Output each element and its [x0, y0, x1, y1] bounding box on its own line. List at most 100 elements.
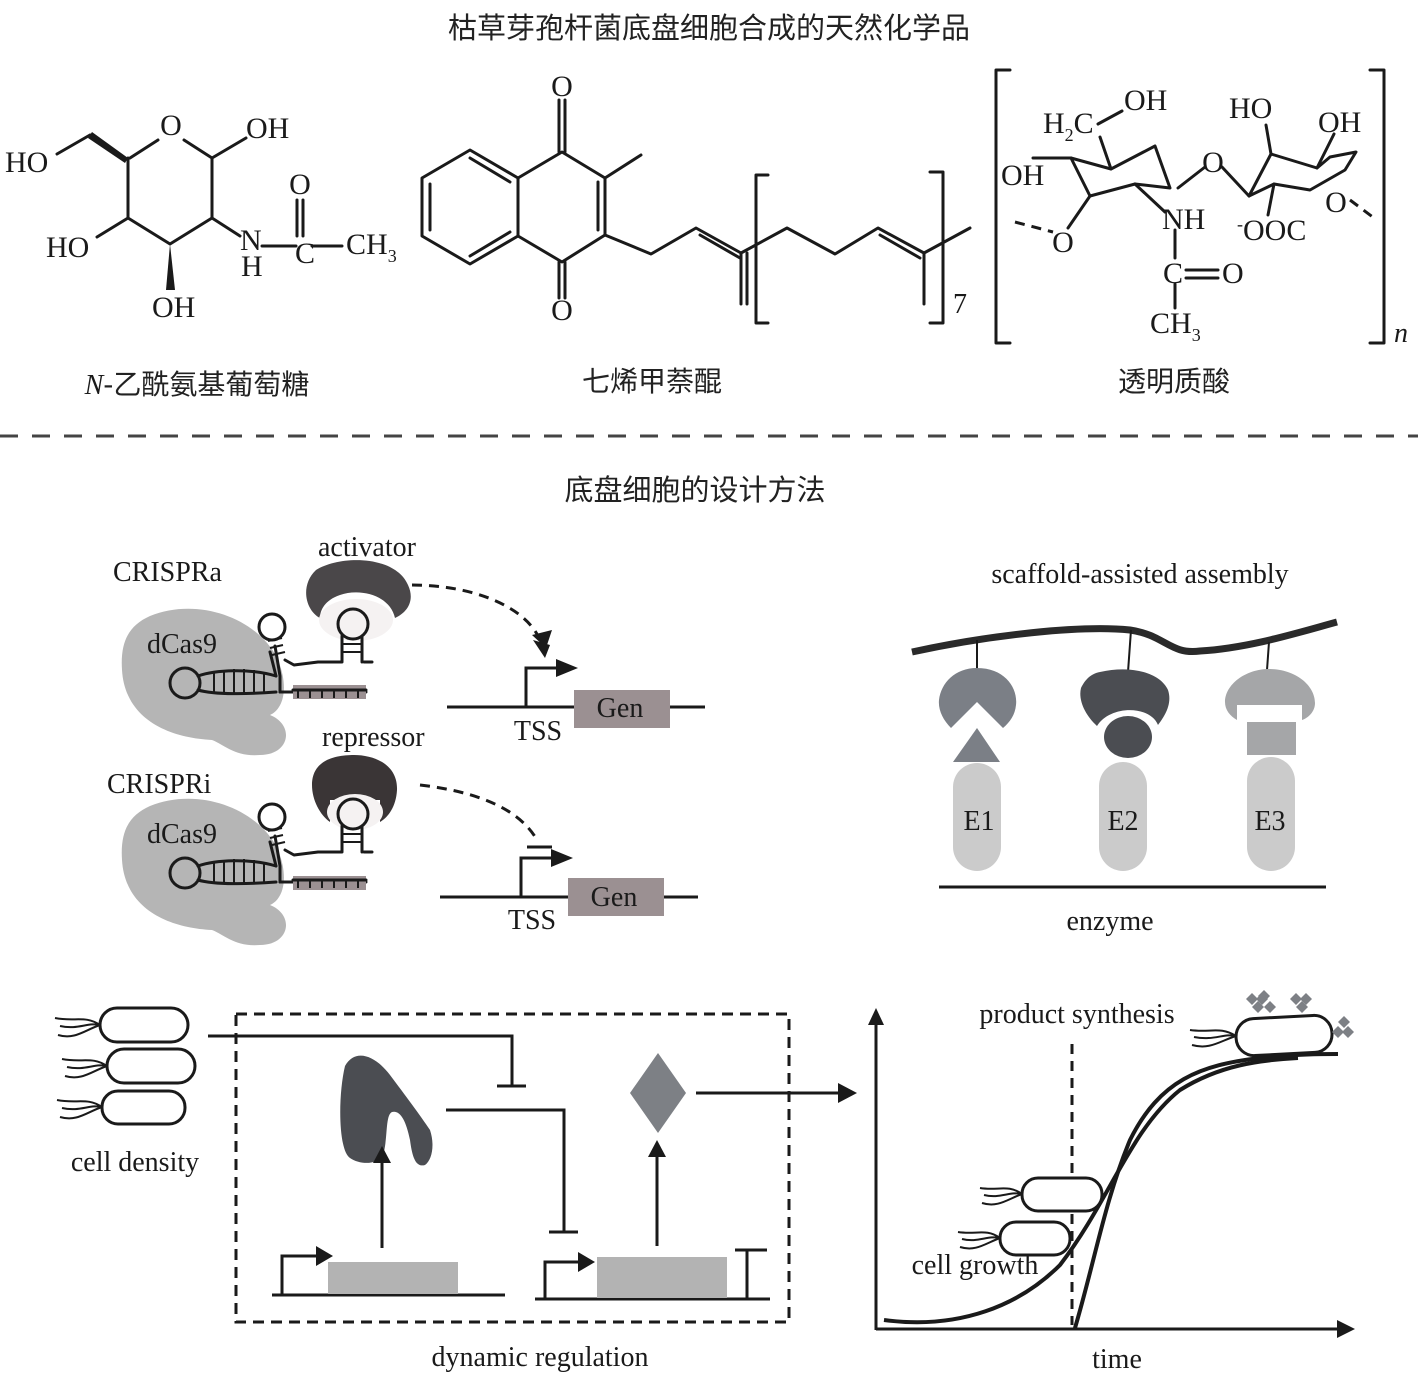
atom-ring-o-right: O: [1325, 186, 1347, 219]
product-diamond: [630, 1053, 686, 1133]
crispri-panel: repressor CRISPRi dCas9 Gen TSS: [107, 722, 698, 946]
gene-label: Gen: [591, 882, 638, 913]
expression-arrow-icon: [648, 1140, 666, 1157]
repeat-n: n: [1394, 318, 1408, 349]
crispri-label: CRISPRi: [107, 769, 211, 800]
dcas9-label: dCas9: [147, 819, 217, 850]
compound-glcnac: O OH HO HO OH N H O C CH3 N-乙酰氨基葡萄糖: [5, 109, 397, 401]
atom-ho-c4: HO: [46, 231, 89, 264]
atom-h: H: [241, 250, 263, 283]
x-axis-arrow-icon: [1337, 1320, 1355, 1338]
expression-arrow-icon: [373, 1146, 391, 1163]
output-arrow-icon: [838, 1083, 857, 1103]
e2-enzyme: [1099, 762, 1147, 871]
compound-name-glcnac: N-乙酰氨基葡萄糖: [84, 368, 310, 401]
tss-label: TSS: [508, 905, 556, 936]
bacteria-cluster: [54, 1006, 197, 1126]
scaffold-panel: scaffold-assisted assembly E1 E2 E3 enzy…: [911, 559, 1338, 937]
atom-ch3: CH3: [346, 228, 397, 266]
scaffold-title: scaffold-assisted assembly: [991, 559, 1288, 590]
promoter-arrow-icon: [316, 1246, 333, 1266]
bottom-section-title: 底盘细胞的设计方法: [564, 473, 825, 507]
top-section-title: 枯草芽孢杆菌底盘细胞合成的天然化学品: [448, 11, 970, 45]
atom-carbonyl-c: C: [295, 237, 315, 270]
dynamic-regulation-label: dynamic regulation: [432, 1342, 649, 1373]
atom-ho-right: HO: [1229, 92, 1272, 125]
gene1-block: [328, 1262, 458, 1294]
compound-menaquinone: O O 7 七烯甲萘醌: [420, 70, 972, 398]
atom-oh-left: OH: [1001, 159, 1044, 192]
e1-label: E1: [963, 806, 994, 837]
y-axis-arrow-icon: [868, 1008, 884, 1025]
tss-arrow-icon: [551, 849, 573, 867]
e3-enzyme: [1247, 757, 1295, 871]
crispra-panel: CRISPRa activator dCas9: [113, 532, 705, 756]
e1-ligand-triangle: [953, 728, 1000, 762]
dcas9-protein: [121, 608, 287, 756]
e1-enzyme: [953, 763, 1001, 871]
e1-binding-head: [938, 668, 1017, 728]
bacteria-growth: [957, 1176, 1104, 1257]
atom-n: N: [240, 224, 262, 257]
regulation-box: [234, 1012, 791, 1324]
atom-ch3: CH3: [1150, 307, 1201, 345]
atom-o-bottom: O: [551, 294, 573, 327]
atom-o-eq: O: [1222, 257, 1244, 290]
gene-label: Gen: [597, 693, 644, 724]
bacteria-producing: [1189, 990, 1354, 1058]
repressor-label: repressor: [322, 722, 425, 753]
atom-ho-ch2: HO: [5, 146, 48, 179]
gene-box: [568, 878, 664, 916]
tss-arrow-icon: [556, 659, 578, 677]
cell-density-label: cell density: [71, 1147, 199, 1178]
repeat-count: 7: [953, 289, 967, 320]
activator-protein: [306, 560, 411, 618]
product-synthesis-curve: [1073, 1052, 1339, 1329]
cell-growth-curve: [883, 1056, 1299, 1325]
tss-label: TSS: [514, 716, 562, 747]
atom-bridge-o: O: [1202, 146, 1224, 179]
dcas9-label: dCas9: [147, 629, 217, 660]
atom-oh-top: OH: [1124, 84, 1167, 117]
activator-label: activator: [318, 532, 417, 563]
enzyme-label: enzyme: [1066, 906, 1153, 937]
compound-hyaluronic-acid: OH H2C HO OH OH O O NH -OOC O C O CH3 n …: [994, 68, 1408, 398]
atom-oh-anomeric: OH: [246, 112, 289, 145]
dynamic-regulation-panel: cell density dynamic regulation: [54, 1006, 857, 1373]
atom-ooc: -OOC: [1237, 214, 1306, 247]
e2-binding-head: [1080, 669, 1170, 726]
wedge-bond: [88, 132, 128, 163]
atom-o-top: O: [551, 70, 573, 103]
sgrna: [168, 797, 374, 890]
sgrna: [168, 607, 374, 700]
atom-h2c: H2C: [1043, 107, 1094, 145]
atom-link-o-left: O: [1052, 226, 1074, 259]
e2-ligand-oval: [1104, 716, 1152, 758]
atom-nh: NH: [1162, 203, 1205, 236]
atom-ring-o: O: [160, 109, 182, 142]
e3-binding-head: [1225, 669, 1315, 720]
atom-oh-c3: OH: [152, 291, 195, 324]
e2-label: E2: [1107, 806, 1138, 837]
atom-oh-far-right: OH: [1318, 106, 1361, 139]
wedge-bond-oh: [166, 244, 175, 290]
cell-growth-label: cell growth: [912, 1250, 1039, 1281]
crispra-label: CRISPRa: [113, 557, 222, 588]
growth-plot: product synthesis cell growth time: [868, 990, 1355, 1375]
gene2-block: [597, 1257, 727, 1298]
atom-carbonyl-o: O: [289, 168, 311, 201]
compound-name-hyaluronic-acid: 透明质酸: [1118, 365, 1230, 398]
e3-label: E3: [1254, 806, 1285, 837]
compound-name-menaquinone: 七烯甲萘醌: [582, 365, 722, 398]
e3-ligand-square: [1247, 722, 1296, 755]
repressor-protein: [312, 755, 398, 822]
promoter-arrow-icon: [578, 1252, 595, 1272]
dcas9-protein: [121, 798, 287, 946]
x-axis-label: time: [1092, 1344, 1142, 1375]
atom-c-eq: C: [1163, 257, 1183, 290]
product-synthesis-label: product synthesis: [979, 999, 1174, 1030]
product-molecules: [1246, 990, 1354, 1038]
gene-box: [574, 690, 670, 728]
scaffold-backbone: [911, 618, 1338, 656]
